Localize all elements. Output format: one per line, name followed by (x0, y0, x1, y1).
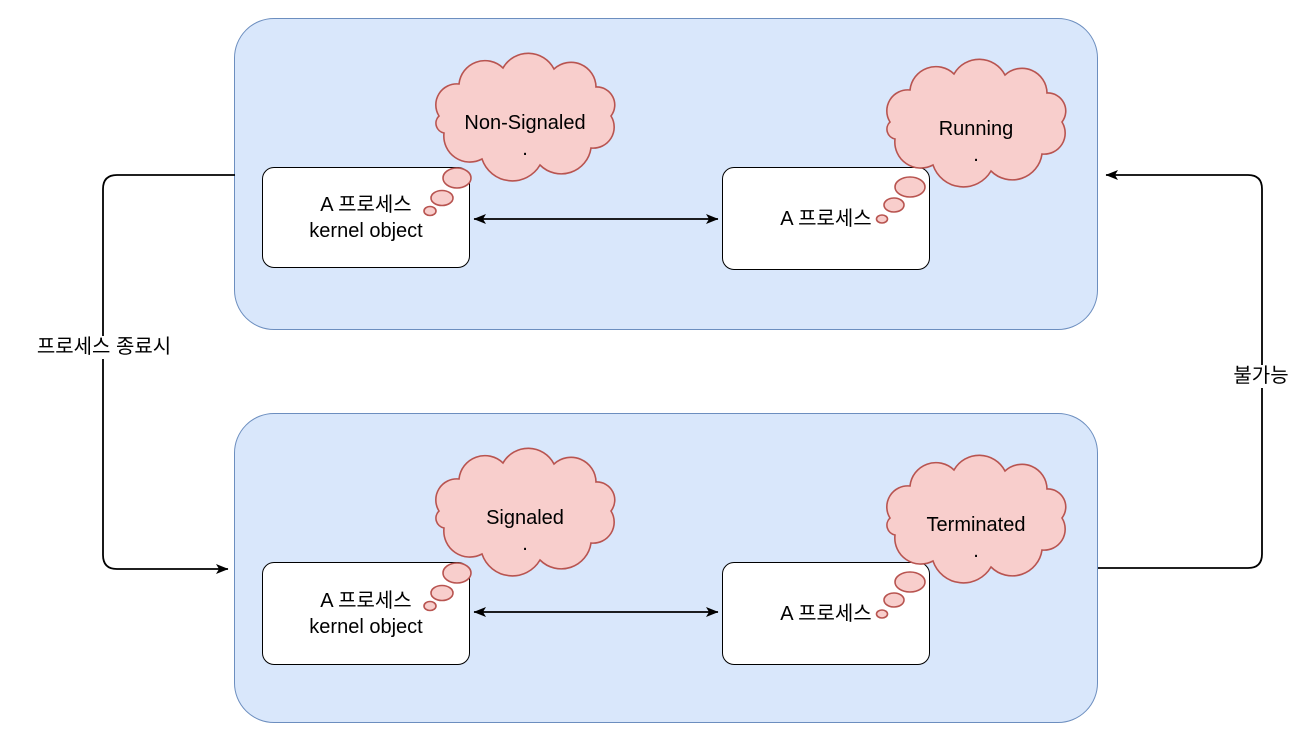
bottom-kernel-cloud-label-group: Signaled . (427, 505, 623, 557)
top-kernel-cloud-label-group: Non-Signaled . (427, 110, 623, 162)
bottom-kernel-object-box-line1: A 프로세스 (320, 589, 412, 612)
signaled-label: Signaled (486, 507, 564, 529)
running-label: Running (938, 118, 1014, 140)
top-process-box-line1: A 프로세스 (780, 207, 872, 230)
process-exit-edge-label: 프로세스 종료시 (32, 336, 176, 359)
top-process-cloud-label-group: Running . (878, 116, 1074, 168)
bottom-process-cloud-label-group: Terminated . (878, 512, 1074, 564)
top-kernel-object-box-line1: A 프로세스 (320, 193, 412, 216)
top-kernel-object-box-line2: kernel object (309, 219, 423, 242)
bottom-kernel-object-box-line2: kernel object (309, 615, 423, 638)
running-sub: . (973, 144, 979, 166)
top-kernel-object-box: A 프로세스 kernel object (262, 167, 470, 268)
terminated-sub: . (973, 540, 979, 562)
terminated-label: Terminated (926, 514, 1026, 536)
bottom-process-box: A 프로세스 (722, 562, 930, 665)
process-exit-edge (102, 174, 235, 574)
signaled-sub: . (522, 533, 528, 555)
impossible-edge-label: 불가능 (1229, 365, 1293, 388)
bottom-kernel-object-box: A 프로세스 kernel object (262, 562, 470, 665)
non-signaled-sub: . (522, 138, 528, 160)
non-signaled-label: Non-Signaled (464, 112, 586, 134)
top-process-box: A 프로세스 (722, 167, 930, 270)
bottom-process-box-line1: A 프로세스 (780, 602, 872, 625)
